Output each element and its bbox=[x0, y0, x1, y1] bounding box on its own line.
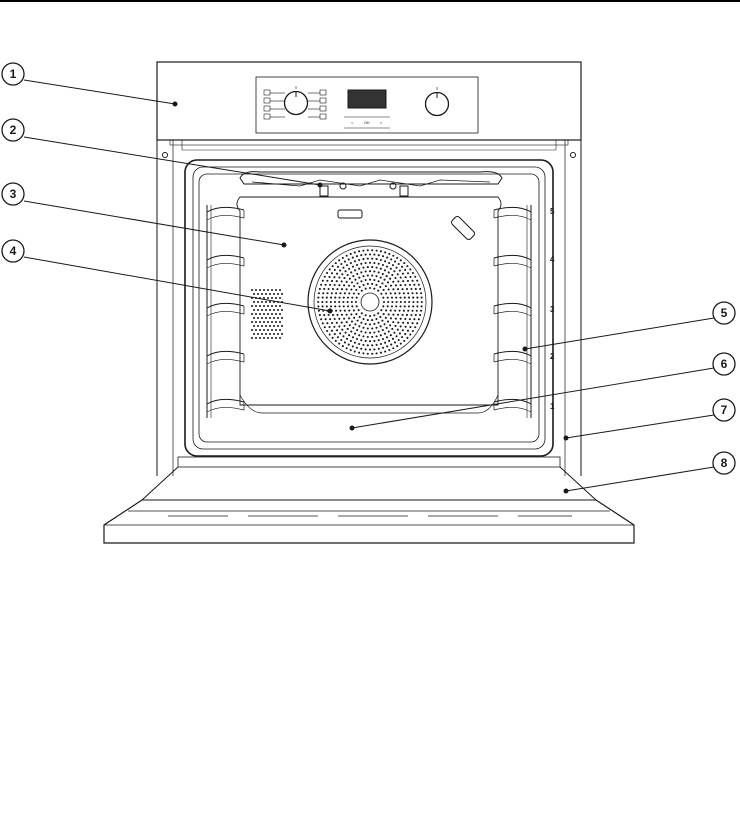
heating-element bbox=[240, 172, 502, 196]
runner-right bbox=[494, 205, 531, 418]
oven-door bbox=[104, 457, 634, 543]
oven-light bbox=[450, 215, 475, 240]
temperature-knob[interactable] bbox=[426, 87, 449, 116]
shelf-level-4: 4 bbox=[550, 255, 555, 264]
callout-3: 3 bbox=[2, 183, 24, 205]
callout-4: 4 bbox=[2, 240, 24, 262]
callout-6: 6 bbox=[713, 353, 735, 375]
callout-7: 7 bbox=[713, 399, 735, 421]
callout-1: 1 bbox=[2, 63, 24, 85]
callout-8-number: 8 bbox=[721, 456, 728, 470]
shelf-level-5: 5 bbox=[550, 207, 555, 216]
callout-5-number: 5 bbox=[721, 306, 728, 320]
nav-left[interactable]: < bbox=[351, 120, 354, 125]
callout-leaders bbox=[24, 80, 714, 491]
shelf-level-3: 3 bbox=[550, 305, 555, 314]
hinge-screw-left bbox=[163, 153, 168, 158]
fan-perforations bbox=[317, 249, 423, 355]
rear-wall-latch bbox=[338, 210, 362, 218]
callout-5: 5 bbox=[713, 302, 735, 324]
side-runners bbox=[207, 205, 531, 418]
function-selector-knob[interactable] bbox=[285, 86, 308, 115]
right-button-column bbox=[308, 90, 326, 119]
shelf-level-2: 2 bbox=[550, 352, 555, 361]
callout-7-number: 7 bbox=[721, 403, 728, 417]
callout-6-number: 6 bbox=[721, 357, 728, 371]
callout-2: 2 bbox=[2, 119, 24, 141]
nav-right[interactable]: > bbox=[380, 120, 383, 125]
hinge-screw-right bbox=[571, 153, 576, 158]
oven-interior bbox=[237, 197, 501, 405]
control-panel: < OK > bbox=[157, 62, 581, 140]
callout-8: 8 bbox=[713, 452, 735, 474]
callout-4-number: 4 bbox=[10, 244, 17, 258]
left-button-column bbox=[264, 90, 285, 119]
callout-3-number: 3 bbox=[10, 187, 17, 201]
nav-ok[interactable]: OK bbox=[364, 120, 370, 125]
display-screen bbox=[348, 90, 386, 108]
navigation-row: < OK > bbox=[344, 117, 390, 128]
callout-1-number: 1 bbox=[10, 67, 17, 81]
fan-cover bbox=[308, 240, 432, 364]
callout-2-number: 2 bbox=[10, 123, 17, 137]
vent-grid bbox=[251, 289, 283, 339]
shelf-level-1: 1 bbox=[550, 402, 555, 411]
